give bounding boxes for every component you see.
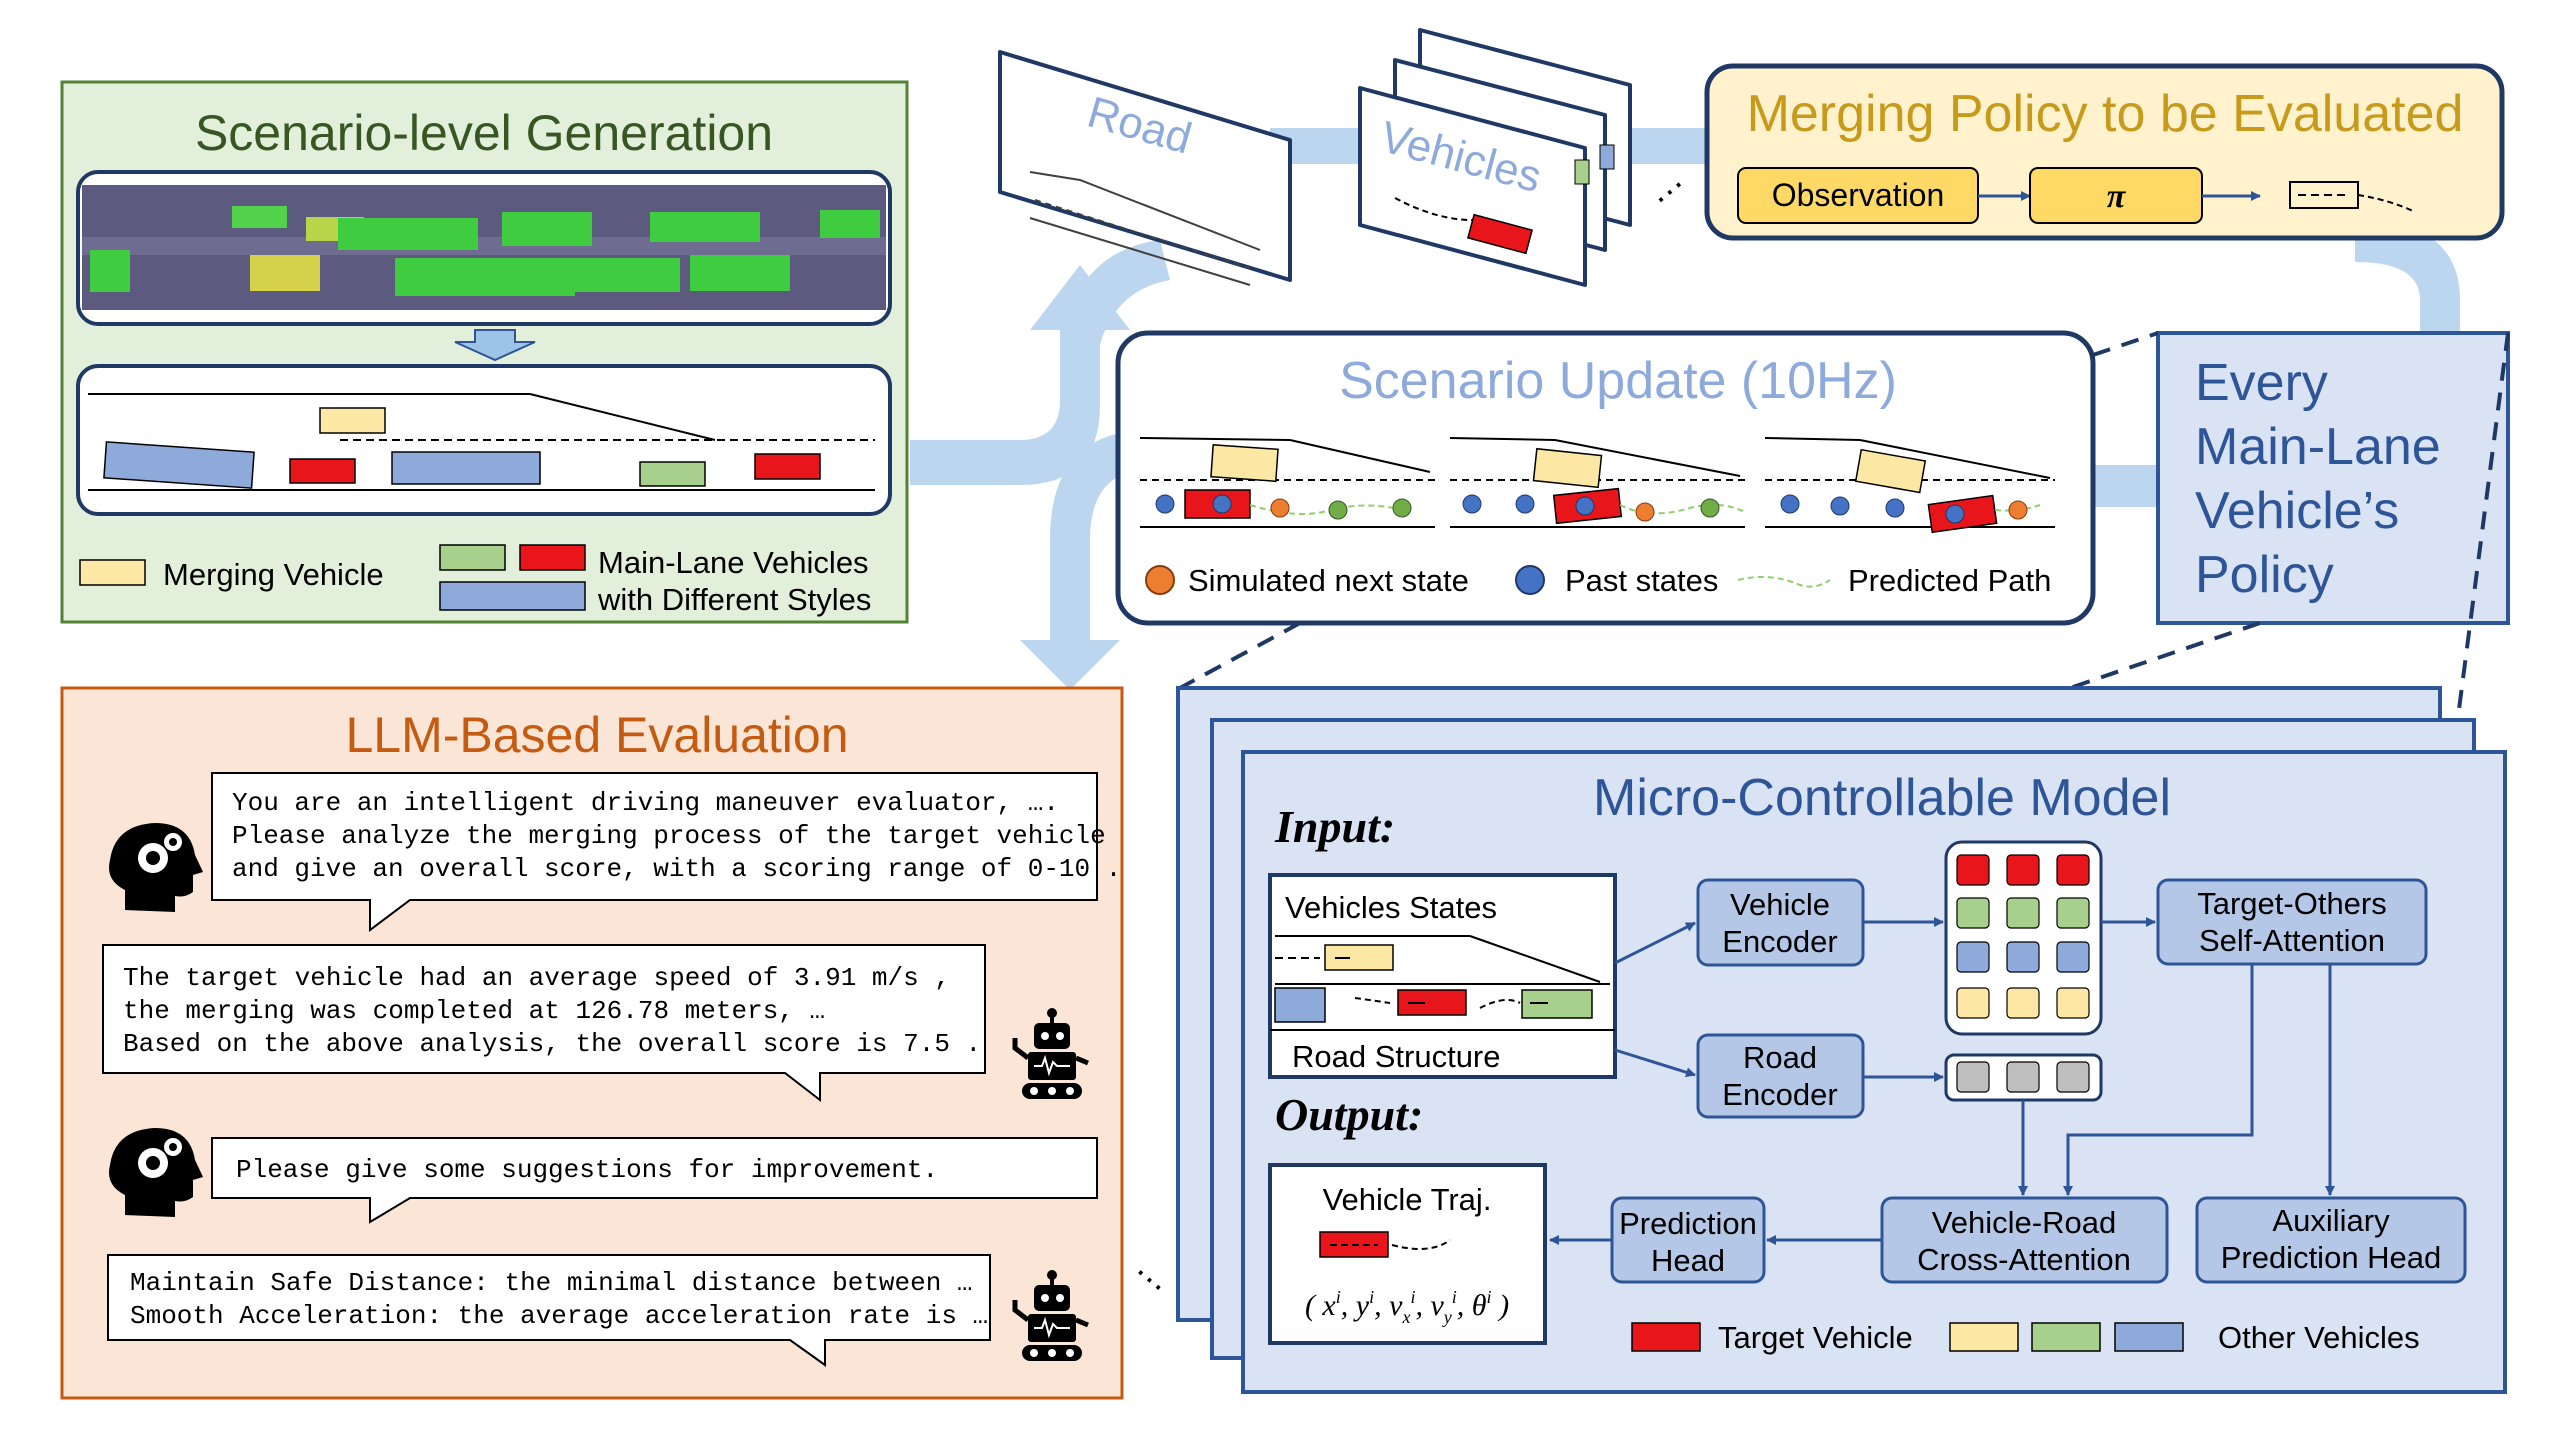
scenario-generation-panel: Scenario-level Generation	[60, 80, 909, 624]
cross-attention-line-2: Cross-Attention	[1917, 1242, 2131, 1277]
aerial-dataset-image	[76, 170, 892, 326]
every-policy-panel: Every Main-Lane Vehicle’s Policy	[2156, 331, 2510, 625]
every-policy-line-4: Policy	[2195, 546, 2334, 604]
arrow-self-cross	[2063, 964, 2254, 1196]
road-token-row	[1944, 1053, 2103, 1102]
micro-model-title: Micro-Controllable Model	[1593, 769, 2171, 827]
update-frame-3	[1764, 437, 2055, 534]
prompt-bubble-1: You are an intelligent driving maneuver …	[211, 772, 1121, 932]
abstract-road-scene	[76, 364, 892, 516]
down-arrow	[454, 329, 536, 362]
legend-predicted-label: Predicted Path	[1848, 563, 2051, 598]
bubble2-line-2: the merging was completed at 126.78 mete…	[123, 996, 825, 1026]
prompt-bubble-2: Please give some suggestions for improve…	[211, 1137, 1098, 1224]
vehicle-encoder-line-1: Vehicle	[1730, 887, 1830, 922]
llm-evaluation-panel: LLM-Based Evaluation You are an intellig…	[60, 686, 1124, 1400]
legend-merging-label: Merging Vehicle	[163, 557, 384, 592]
legend-green-swatch-2	[2031, 1322, 2101, 1352]
output-label: Output:	[1275, 1089, 1423, 1140]
every-policy-line-3: Vehicle’s	[2195, 482, 2399, 540]
merging-policy-title: Merging Policy to be Evaluated	[1747, 85, 2464, 143]
input-label: Input:	[1274, 801, 1395, 852]
road-encoder-line-1: Road	[1743, 1040, 1817, 1075]
vehicle-traj-label: Vehicle Traj.	[1323, 1182, 1492, 1217]
legend-blue-swatch	[439, 581, 586, 611]
vehicles-ellipsis: …	[1636, 157, 1690, 212]
legend-other-label: Other Vehicles	[2218, 1320, 2420, 1355]
legend-merging-swatch	[79, 559, 146, 586]
legend-green-swatch	[439, 544, 506, 571]
every-policy-line-1: Every	[2195, 354, 2328, 412]
robot-icon	[1012, 1008, 1089, 1099]
prediction-head-line-2: Head	[1651, 1243, 1725, 1278]
road-structure-label: Road Structure	[1292, 1039, 1501, 1074]
legend-simulated-dot	[1145, 565, 1175, 595]
human-head-icon-2	[109, 1128, 203, 1217]
bubble4-line-2: Smooth Acceleration: the average acceler…	[130, 1301, 988, 1331]
llm-evaluation-title: LLM-Based Evaluation	[345, 707, 848, 763]
legend-red-swatch	[519, 544, 586, 571]
self-attention-line-2: Self-Attention	[2199, 923, 2385, 958]
arrow-input-road	[1614, 1048, 1696, 1078]
output-box: Vehicle Traj. ( xi, yi, vxi, vyi, θi )	[1268, 1163, 1547, 1345]
input-box: Vehicles States Road Structure	[1268, 873, 1617, 1079]
vehicle-encoder-line-2: Encoder	[1722, 924, 1837, 959]
prediction-head-line-1: Prediction	[1619, 1206, 1757, 1241]
response-bubble-1: The target vehicle had an average speed …	[102, 944, 986, 1103]
legend-simulated-label: Simulated next state	[1188, 563, 1469, 598]
response-bubble-2: Maintain Safe Distance: the minimal dist…	[107, 1254, 991, 1367]
bubble2-line-3: Based on the above analysis, the overall…	[123, 1029, 981, 1059]
legend-target-label: Target Vehicle	[1718, 1320, 1913, 1355]
legend-predicted-line	[1737, 576, 1831, 588]
update-frame-1	[1139, 437, 1435, 528]
every-policy-line-2: Main-Lane	[2195, 418, 2441, 476]
update-frame-2	[1449, 437, 1746, 528]
road-encoder-line-2: Encoder	[1722, 1077, 1837, 1112]
bubble3-line-1: Please give some suggestions for improve…	[236, 1155, 938, 1185]
policy-pi-label: π	[2107, 178, 2127, 215]
legend-main-lane-label-2: with Different Styles	[597, 582, 871, 617]
llm-ellipsis: …	[1129, 1245, 1183, 1300]
legend-yellow-swatch	[1949, 1322, 2019, 1352]
road-card: Road	[998, 50, 1292, 286]
observation-label: Observation	[1772, 177, 1945, 213]
auxiliary-line-1: Auxiliary	[2272, 1203, 2390, 1238]
legend-blue-swatch-2	[2114, 1322, 2184, 1352]
bubble2-line-1: The target vehicle had an average speed …	[123, 963, 950, 993]
merging-policy-panel: Merging Policy to be Evaluated Observati…	[1704, 63, 2505, 241]
self-attention-line-1: Target-Others	[2197, 886, 2387, 921]
bubble1-line-1: You are an intelligent driving maneuver …	[232, 788, 1059, 818]
bubble1-line-3: and give an overall score, with a scorin…	[232, 854, 1121, 884]
self-attention-box	[2156, 878, 2428, 966]
vehicles-card-stack: Vehicles …	[1358, 28, 1690, 287]
arrow-input-vehicle	[1614, 921, 1696, 965]
zoom-dashed-lines	[1179, 331, 2510, 741]
vehicle-token-grid	[1944, 840, 2103, 1036]
auxiliary-line-2: Prediction Head	[2221, 1240, 2442, 1275]
scenario-update-title: Scenario Update (10Hz)	[1339, 352, 1897, 410]
legend-past-dot	[1515, 565, 1545, 595]
vehicles-states-label: Vehicles States	[1285, 890, 1497, 925]
bubble4-line-1: Maintain Safe Distance: the minimal dist…	[130, 1268, 973, 1298]
cross-attention-line-1: Vehicle-Road	[1932, 1205, 2116, 1240]
scenario-update-panel: Scenario Update (10Hz)	[1115, 330, 2096, 626]
robot-icon-2	[1012, 1270, 1089, 1361]
auxiliary-head-box	[2195, 1196, 2467, 1284]
micro-model-panel: Micro-Controllable Model Input: Output: …	[1268, 769, 2467, 1355]
scenario-generation-title: Scenario-level Generation	[195, 105, 773, 161]
legend-target-swatch	[1631, 1322, 1701, 1352]
bubble1-line-2: Please analyze the merging process of th…	[232, 821, 1106, 851]
legend-main-lane-label-1: Main-Lane Vehicles	[598, 545, 869, 580]
legend-past-label: Past states	[1565, 563, 1718, 598]
human-head-icon	[109, 823, 203, 912]
